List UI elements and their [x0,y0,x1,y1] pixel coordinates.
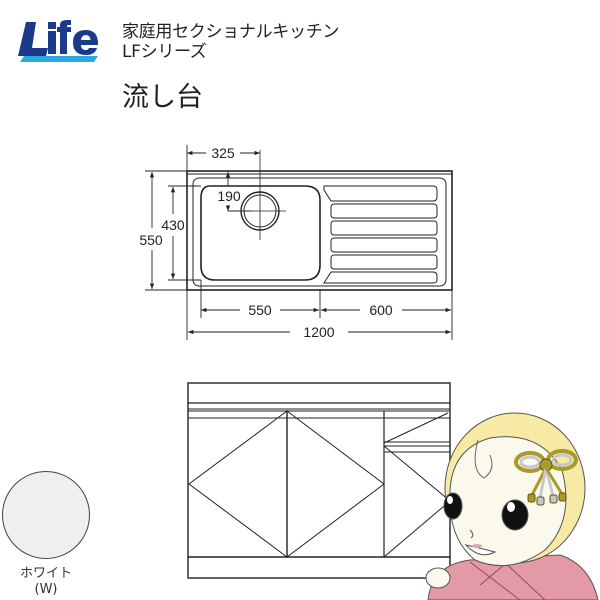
life-logo [18,20,99,62]
sink-top-view [186,150,453,318]
dim-drain-offset-x: 325 [211,145,235,161]
hair-ornament [514,449,578,506]
dim-total-depth: 550 [139,232,163,248]
dim-drain-offset-y: 190 [217,188,241,204]
dim-bowl-depth: 430 [161,217,185,233]
mascot-illustration [425,412,599,600]
product-name: 流し台 [122,82,203,113]
dimension-lines [145,145,453,340]
series-name: LFシリーズ [122,42,207,62]
dim-bowl-width: 550 [248,302,272,318]
dim-drainboard-width: 600 [369,302,393,318]
cabinet-front-view [187,382,451,579]
color-name: ホワイト [19,566,72,581]
dim-total-width: 1200 [303,324,334,340]
color-code: (W) [34,582,58,597]
color-swatch-white[interactable] [2,471,90,559]
series-title: 家庭用セクショナルキッチン [122,22,340,42]
